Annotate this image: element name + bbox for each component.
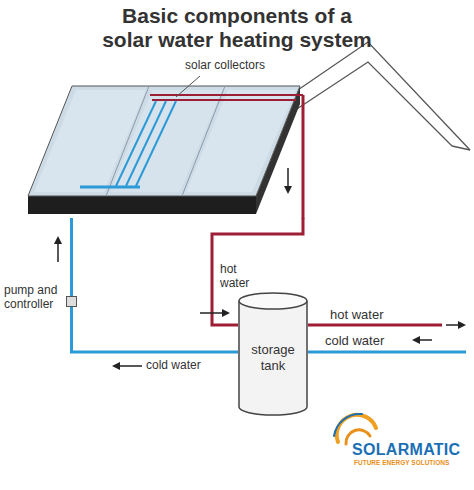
logo-sun: [334, 414, 376, 444]
flow-arrow: [284, 186, 292, 194]
leader-line: [176, 76, 200, 97]
cold-water-pipe: [71, 218, 72, 296]
flow-arrow: [458, 321, 466, 329]
outlet-pipes: [308, 324, 442, 327]
collector-tubes: [80, 95, 303, 219]
flow-arrow: [420, 339, 432, 341]
part-label: solar collectors: [185, 58, 265, 72]
tank-body: [239, 301, 307, 415]
outlet-pipes: [308, 351, 466, 354]
collector-panel: [106, 86, 149, 196]
collector-tubes: [152, 99, 296, 101]
collector-tubes: [136, 101, 176, 186]
pump-controller: pump and controller: [4, 283, 82, 319]
text-column: pump and controller: [4, 283, 61, 312]
flow-arrow: [287, 168, 289, 186]
diagram-title: Basic components of a solar water heatin…: [20, 4, 454, 52]
part-label: storage tank: [242, 342, 304, 375]
pipe-label: cold water: [325, 333, 384, 349]
pump-symbol: [66, 296, 77, 307]
collector-tubes: [80, 186, 140, 189]
flow-arrow: [54, 236, 62, 244]
collector-panel: [28, 196, 256, 214]
flow-arrow: [222, 309, 230, 317]
pipe-label: cold water: [146, 358, 201, 372]
flow-arrow: [57, 244, 59, 262]
collector-panel: [28, 86, 300, 196]
flow-arrow: [200, 312, 224, 314]
tank-top: [239, 293, 307, 309]
logo-text: SOLARMATIC: [352, 440, 460, 459]
cold-water-pipe: [72, 307, 239, 352]
tank-text: storage tank: [242, 342, 304, 375]
house-roof: [452, 146, 470, 150]
leader-line: [176, 76, 200, 97]
collector-tubes: [150, 94, 303, 96]
logo-sun: [334, 414, 362, 436]
pipe-label: hot water: [220, 262, 260, 291]
solar-collector: solar collectors: [28, 56, 311, 218]
pipe-line: [72, 307, 239, 352]
logo-sun: [337, 415, 376, 442]
flow-arrow: [112, 362, 120, 370]
collector-panel: [182, 86, 225, 196]
flow-arrow: [412, 336, 420, 344]
collector-tubes: [302, 95, 305, 219]
storage-tank: storage tank: [238, 292, 308, 416]
collector-panel: [186, 90, 296, 192]
flow-arrow: [120, 365, 142, 367]
flow-arrow: [446, 324, 460, 326]
collector-tubes: [116, 101, 156, 186]
logo-tagline: FUTURE ENERGY SOLUTIONS: [354, 459, 449, 467]
collector-tubes: [126, 101, 166, 186]
collector-panel: [28, 86, 300, 214]
pipe-line: [70, 218, 73, 296]
outlet-pipes: [308, 325, 466, 352]
part-label: pump and controller: [4, 283, 61, 312]
pipe-label: hot water: [330, 307, 383, 323]
